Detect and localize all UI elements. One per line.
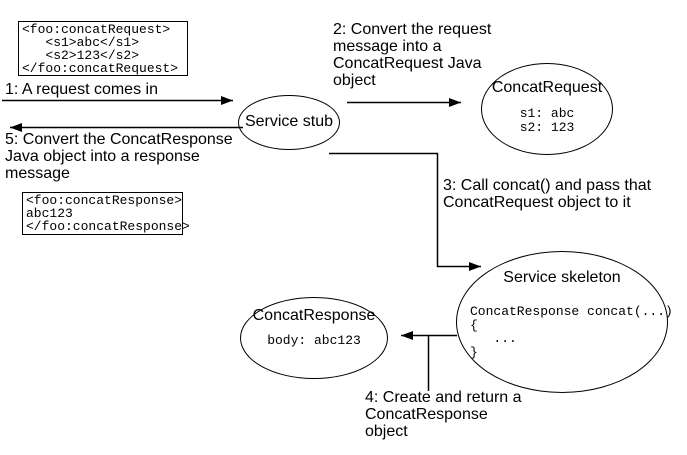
concat-request-fields: s1: abc s2: 123 — [519, 106, 575, 135]
step1-label: 1: A request comes in — [5, 81, 158, 98]
xml-response-code: <foo:concatResponse> abc123 </foo:concat… — [26, 193, 190, 234]
concat-response-fields: body: abc123 — [267, 333, 361, 348]
concat-response-title: ConcatResponse — [252, 307, 376, 324]
service-stub-title: Service stub — [244, 113, 334, 130]
xml-request-code: <foo:concatRequest> <s1>abc</s1> <s2>123… — [22, 22, 179, 76]
node-concat-response: ConcatResponse body: abc123 — [240, 297, 388, 379]
node-concat-request: ConcatRequest s1: abc s2: 123 — [481, 63, 613, 155]
step5-label: 5: Convert the ConcatResponse Java objec… — [5, 131, 233, 182]
node-service-skeleton: Service skeleton ConcatResponse concat(.… — [456, 251, 673, 393]
xml-request-box: <foo:concatRequest> <s1>abc</s1> <s2>123… — [18, 21, 188, 76]
concat-request-title: ConcatRequest — [491, 79, 603, 96]
step3-label: 3: Call concat() and pass that ConcatReq… — [443, 177, 652, 211]
service-skeleton-title: Service skeleton — [503, 269, 621, 286]
step4-label: 4: Create and return a ConcatResponse ob… — [365, 389, 522, 440]
service-skeleton-code: ConcatResponse concat(...) { ... } — [470, 304, 673, 360]
connector-step3-stub-to-skeleton — [329, 152, 481, 271]
step2-label: 2: Convert the request message into a Co… — [333, 21, 492, 89]
xml-response-box: <foo:concatResponse> abc123 </foo:concat… — [22, 192, 190, 235]
node-service-stub: Service stub — [238, 95, 340, 150]
